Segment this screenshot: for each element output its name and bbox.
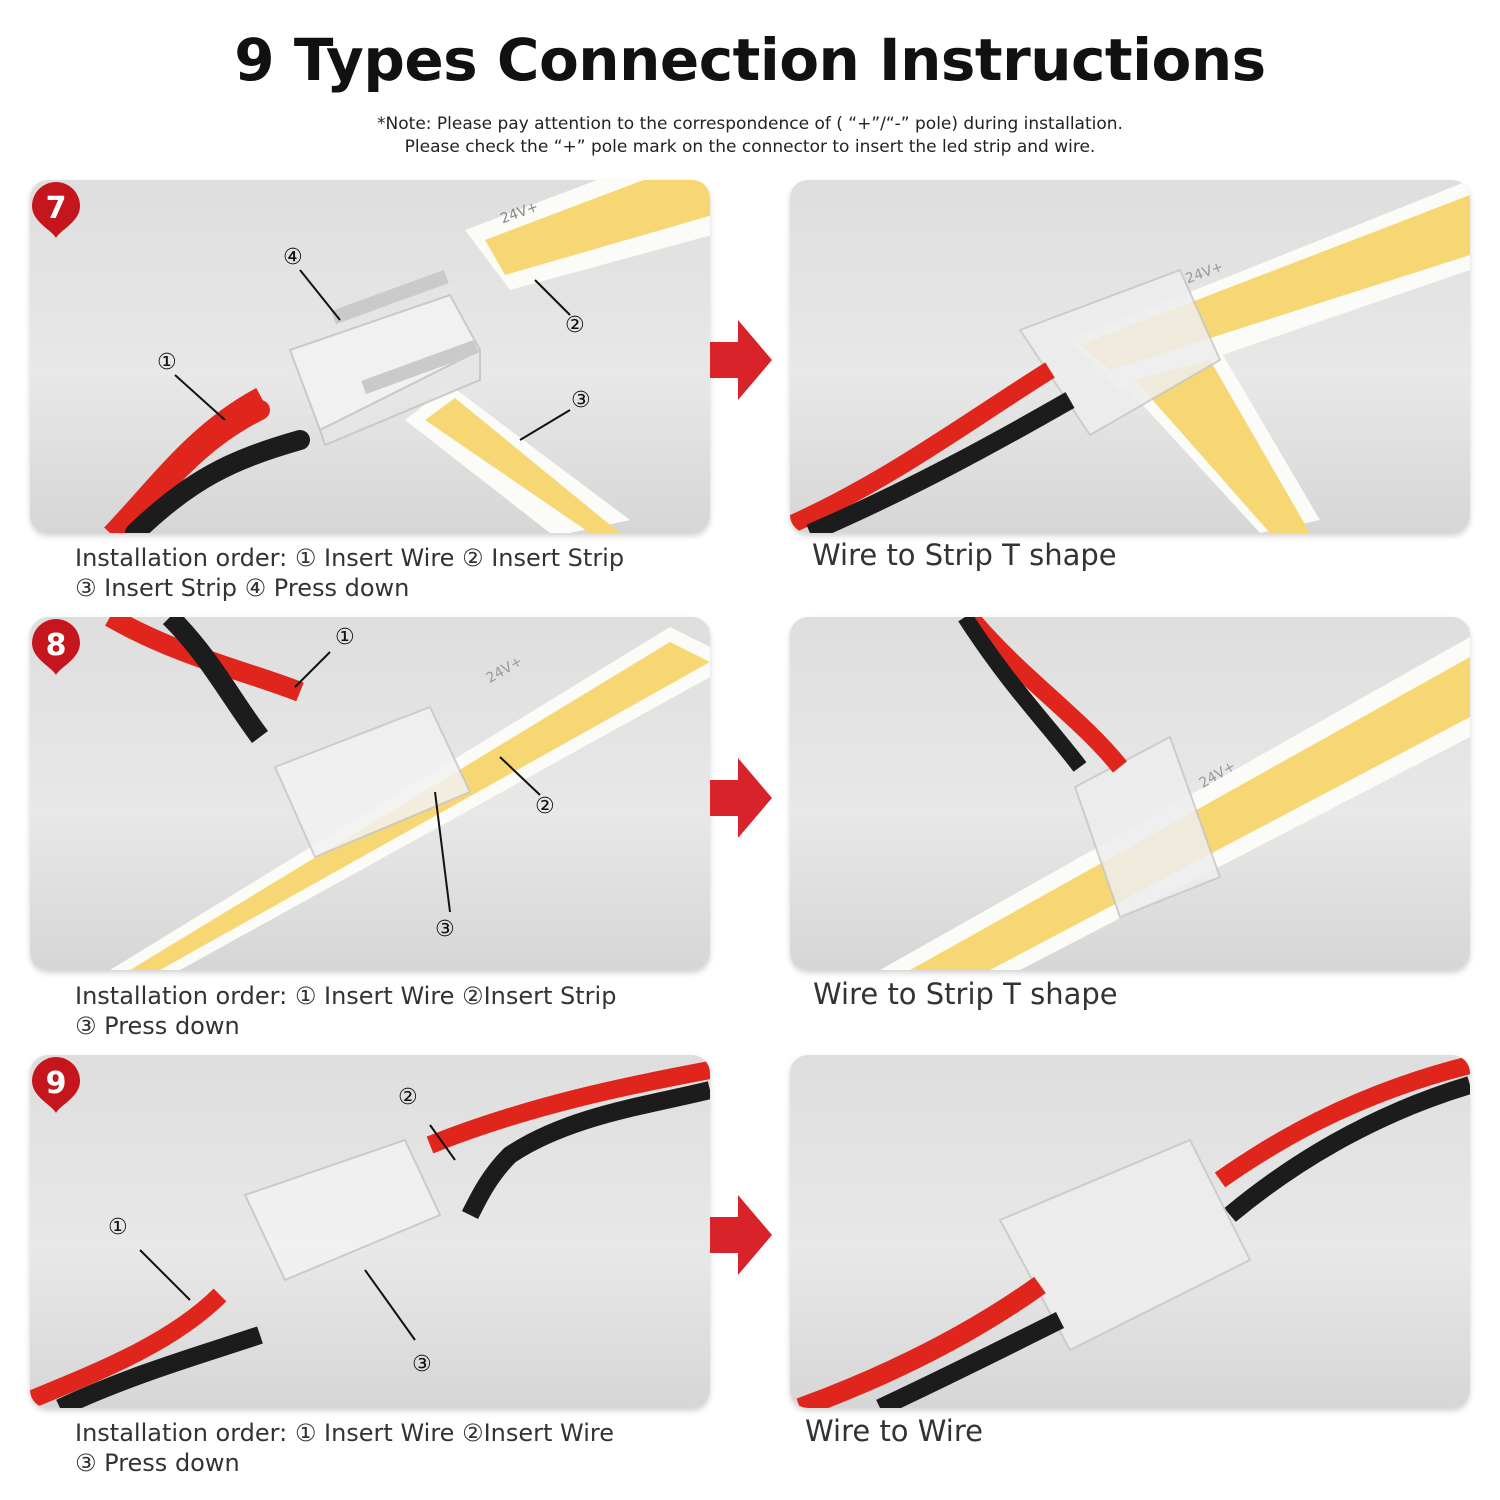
row8-number-badge: 8: [32, 619, 80, 675]
row7-result-panel: 24V+: [790, 180, 1470, 533]
row9-arrow-icon: [710, 1195, 772, 1275]
row7-marker-1: ①: [157, 350, 177, 375]
row9-install-panel: 9 ① ② ③: [30, 1055, 710, 1408]
page-title: 9 Types Connection Instructions: [234, 26, 1266, 94]
row7-caption-line-1: Installation order: ① Insert Wire ② Inse…: [75, 544, 625, 572]
row7-number-badge: 7: [32, 182, 80, 238]
row9-marker-2: ②: [398, 1085, 418, 1110]
row7-install-panel: 7 ① ④ ② ③ 24V+: [30, 180, 710, 533]
row8-result-panel: 24V+: [790, 617, 1470, 970]
row9-marker-1: ①: [108, 1215, 128, 1240]
row7-marker-4: ④: [283, 245, 303, 270]
row9-number: 9: [46, 1066, 67, 1101]
row7-install-illustration: [104, 180, 710, 533]
row9-result-label: Wire to Wire: [805, 1414, 983, 1448]
row9-caption-line-1: Installation order: ① Insert Wire ②Inser…: [75, 1419, 615, 1447]
row9-caption-line-2: ③ Press down: [75, 1449, 240, 1477]
row7-marker-3: ③: [571, 388, 591, 413]
row9-number-badge: 9: [32, 1057, 80, 1113]
row7-result-label: Wire to Strip T shape: [812, 538, 1117, 572]
row9-result-illustration: [796, 1056, 1470, 1408]
row8-install-panel: 8 ① ② ③ 24V+: [30, 617, 710, 970]
note-line-1: *Note: Please pay attention to the corre…: [377, 114, 1123, 134]
row7-caption-line-2: ③ Insert Strip ④ Press down: [75, 574, 410, 602]
row8-result-label: Wire to Strip T shape: [813, 977, 1118, 1011]
row8-marker-1: ①: [335, 625, 355, 650]
row7-number: 7: [46, 191, 67, 226]
row8-install-illustration: [105, 617, 710, 970]
row8-marker-3: ③: [435, 917, 455, 942]
row7-marker-2: ②: [565, 313, 585, 338]
note-line-2: Please check the “+” pole mark on the co…: [404, 137, 1096, 157]
row8-caption-line-2: ③ Press down: [75, 1012, 240, 1040]
row9-result-panel: [790, 1055, 1470, 1408]
row9-install-illustration: [30, 1061, 710, 1408]
row7-connector: [288, 269, 482, 447]
row8-number: 8: [46, 628, 67, 663]
row7-result-illustration: [790, 180, 1470, 533]
row8-arrow-icon: [710, 758, 772, 838]
row9-marker-3: ③: [412, 1352, 432, 1377]
row7-arrow-icon: [710, 320, 772, 400]
row8-caption-line-1: Installation order: ① Insert Wire ②Inser…: [75, 982, 617, 1010]
row8-marker-2: ②: [535, 794, 555, 819]
row8-result-illustration: [880, 617, 1470, 970]
